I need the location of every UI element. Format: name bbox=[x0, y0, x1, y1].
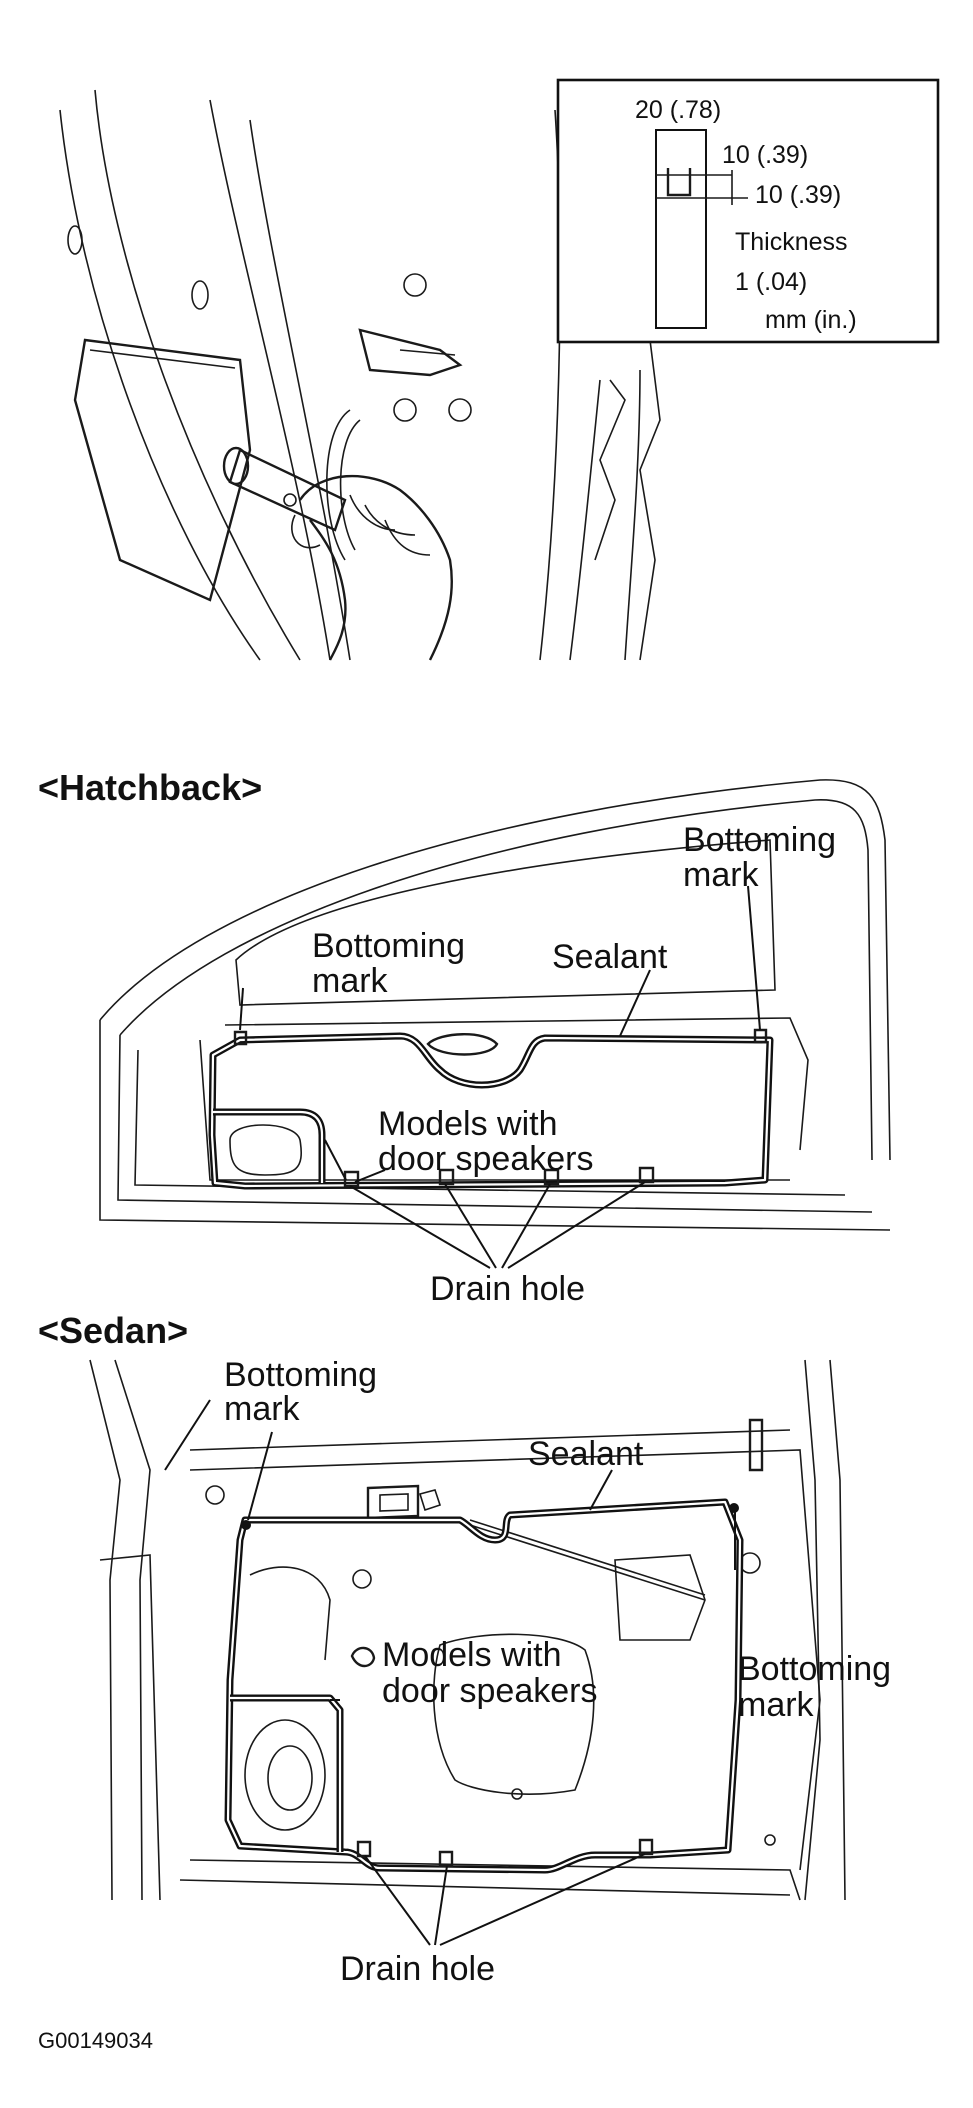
hatchback-heading: <Hatchback> bbox=[38, 767, 262, 808]
dim-width-label: 20 (.78) bbox=[635, 96, 721, 124]
hand-illustration bbox=[291, 474, 453, 661]
dim-a-label: 10 (.39) bbox=[722, 141, 808, 169]
hatchback-speakers-label-2: door speakers bbox=[378, 1140, 593, 1178]
sedan-bottoming-mark-left-1: Bottoming bbox=[224, 1356, 377, 1394]
hatchback-section: <Hatchback> bbox=[38, 767, 891, 1308]
hatchback-bottoming-mark-left-2: mark bbox=[312, 962, 389, 1000]
hatchback-bottoming-mark-right-2: mark bbox=[683, 856, 760, 894]
hatchback-sealant-label: Sealant bbox=[552, 938, 668, 976]
units-label: mm (in.) bbox=[765, 306, 857, 334]
sedan-speakers-label-2: door speakers bbox=[382, 1672, 597, 1710]
hatchback-bottoming-mark-left-1: Bottoming bbox=[312, 927, 465, 965]
figure-id: G00149034 bbox=[38, 2028, 153, 2053]
sedan-speakers-label-1: Models with bbox=[382, 1636, 562, 1674]
scraper-dimension-inset: 20 (.78) 10 (.39) 10 (.39) Thickness 1 (… bbox=[556, 78, 940, 344]
thickness-value: 1 (.04) bbox=[735, 268, 807, 296]
scraper-tool bbox=[222, 446, 347, 532]
thickness-label: Thickness bbox=[735, 228, 848, 256]
hatchback-drain-hole-label: Drain hole bbox=[430, 1270, 585, 1308]
hatchback-speakers-label-1: Models with bbox=[378, 1105, 558, 1143]
sedan-bottoming-mark-right-1: Bottoming bbox=[738, 1650, 891, 1688]
sedan-drain-hole-label: Drain hole bbox=[340, 1950, 495, 1988]
sedan-section: <Sedan> bbox=[38, 1310, 891, 1988]
scraper-illustration bbox=[59, 89, 661, 661]
dim-b-label: 10 (.39) bbox=[755, 181, 841, 209]
sedan-heading: <Sedan> bbox=[38, 1310, 188, 1351]
sedan-bottoming-mark-right-2: mark bbox=[738, 1686, 815, 1724]
sedan-sealant-label: Sealant bbox=[528, 1435, 644, 1473]
hatchback-bottoming-mark-right-1: Bottoming bbox=[683, 821, 836, 859]
sedan-bottoming-mark-left-2: mark bbox=[224, 1390, 301, 1428]
